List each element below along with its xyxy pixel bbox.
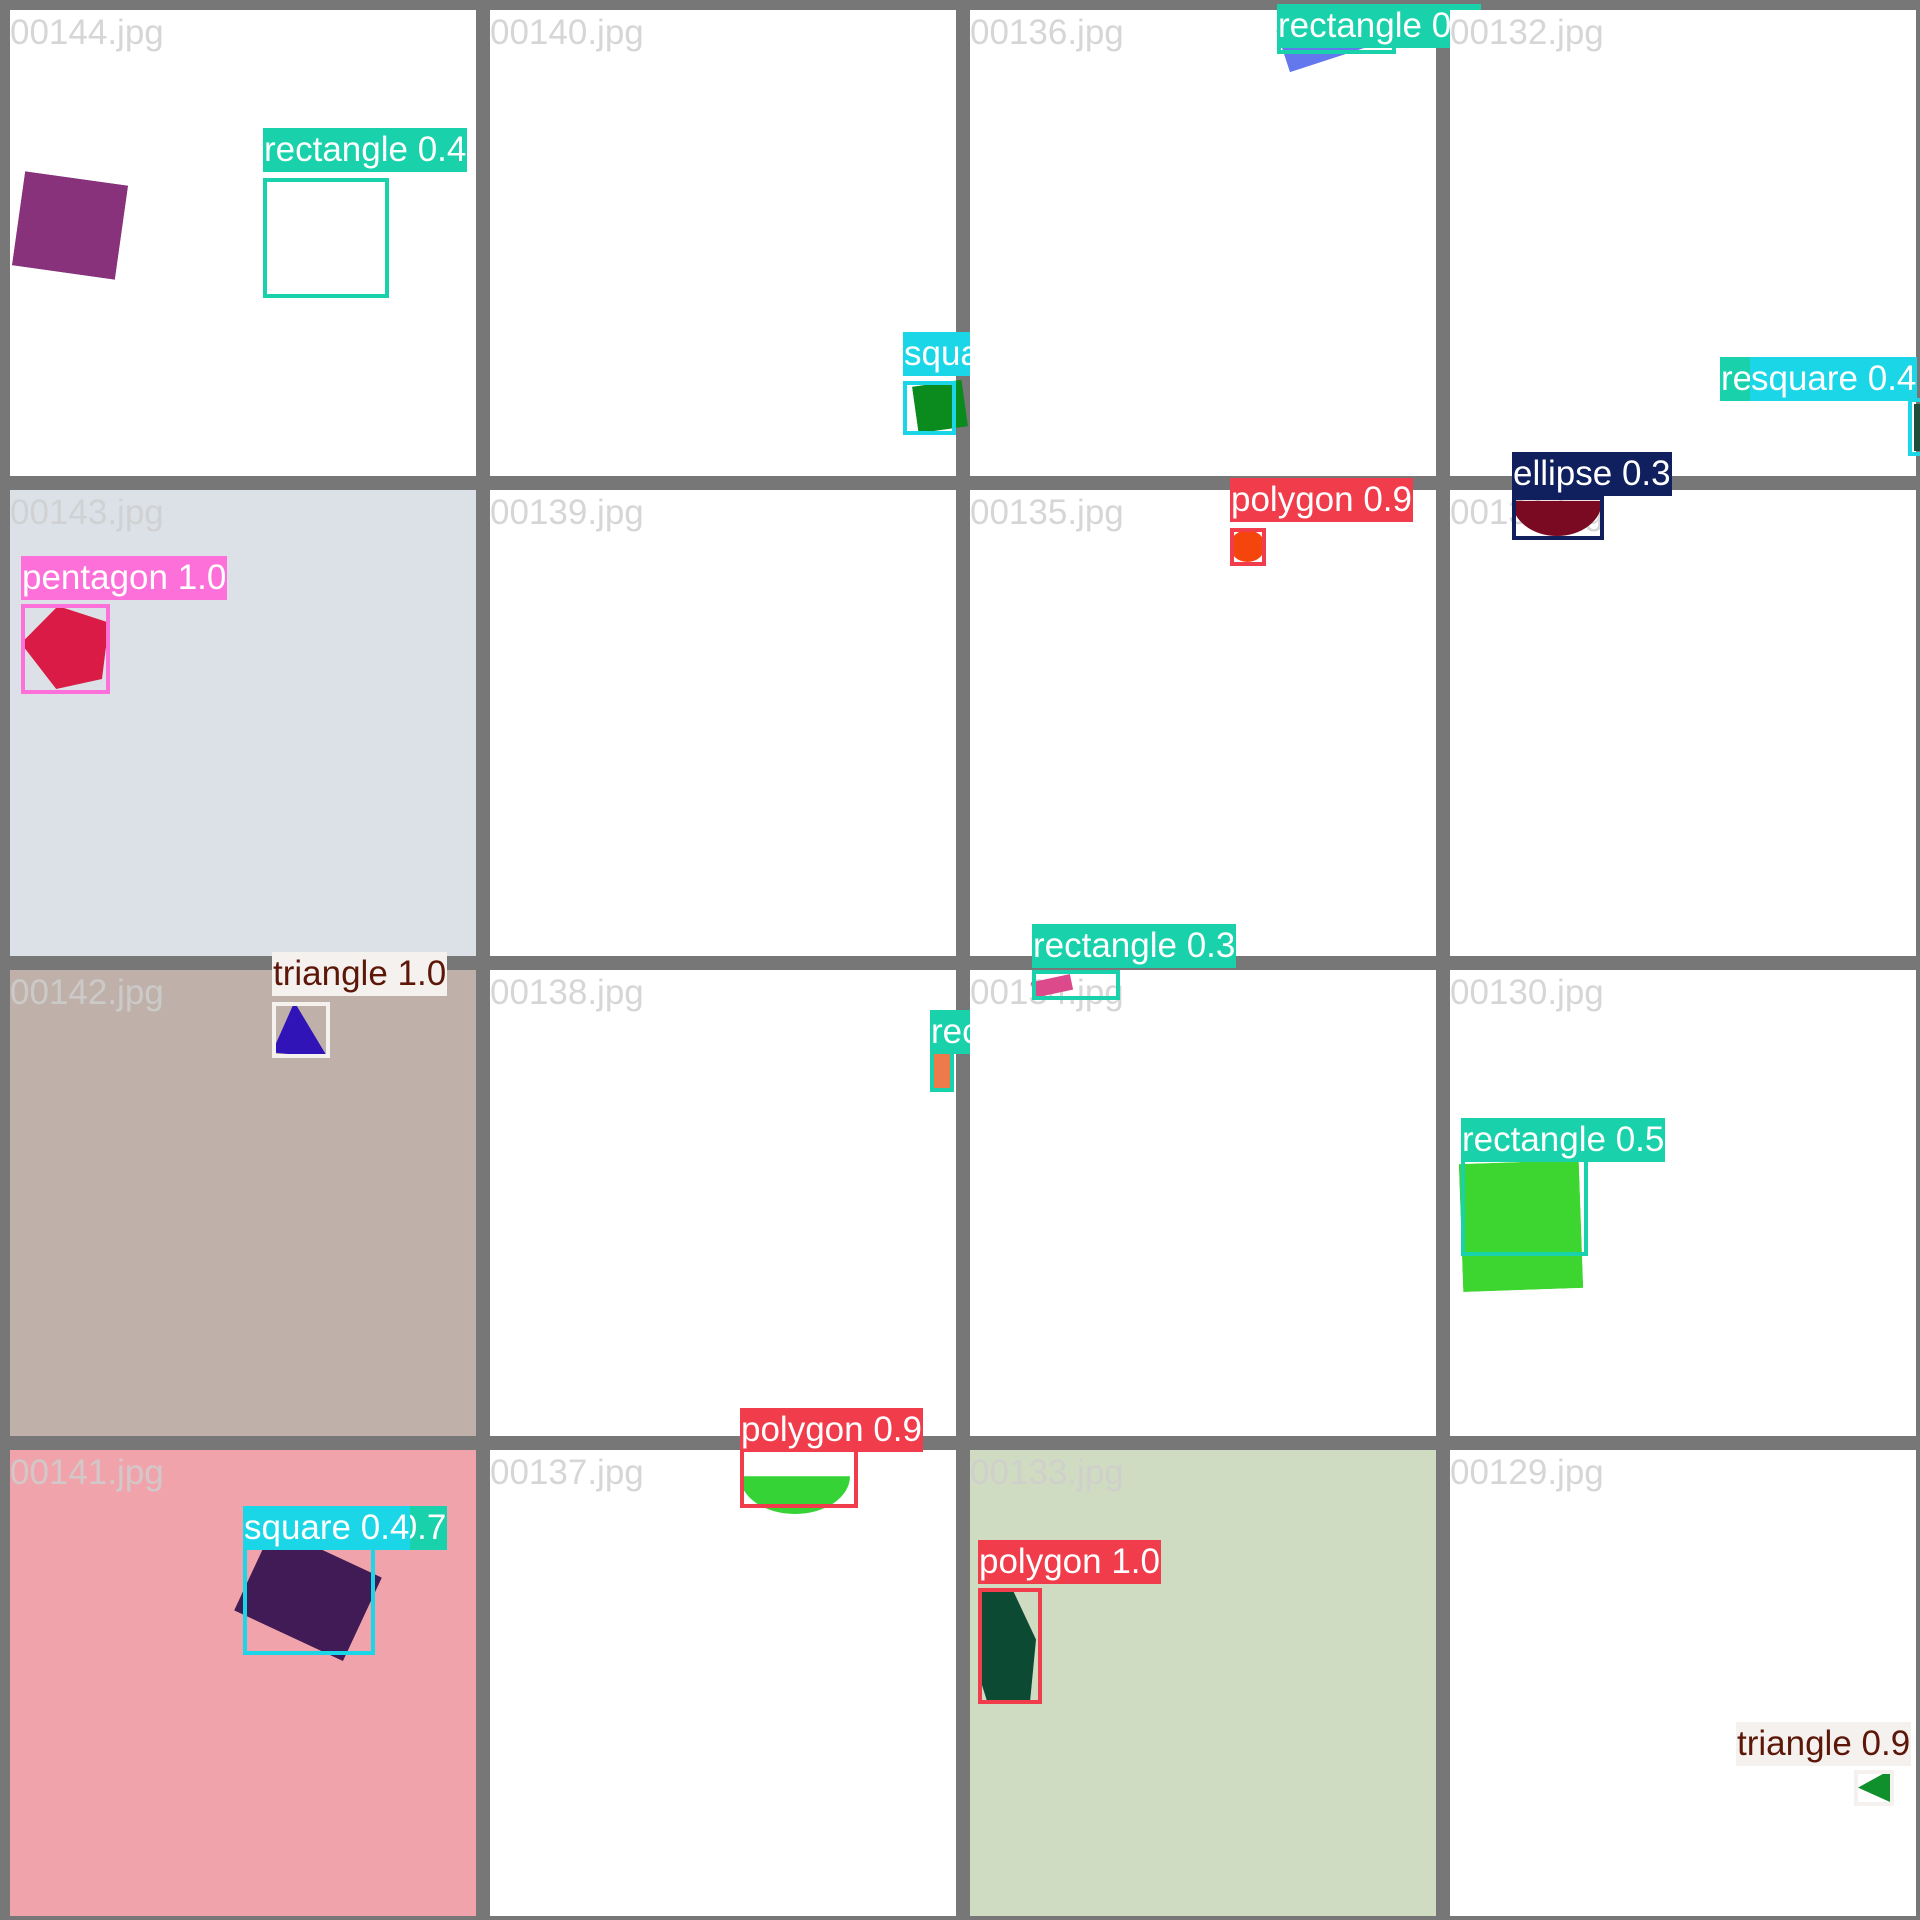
triangle-label: triangle 1.0 xyxy=(272,952,448,996)
tile-filename: 00136.jpg xyxy=(970,13,1124,52)
image-tile: 00143.jpg pentagon 1.0 xyxy=(10,490,476,956)
pentagon-shape xyxy=(21,606,109,689)
polygon-label: polygon 0.9 xyxy=(1230,478,1413,522)
tile-filename: 00130.jpg xyxy=(1450,973,1604,1012)
rectangle-shape xyxy=(1030,974,1074,998)
polygon-shape xyxy=(978,1590,1036,1700)
pentagon-bounding-box xyxy=(21,604,110,694)
tile-filename: 00132.jpg xyxy=(1450,13,1604,52)
triangle-shape xyxy=(272,1002,328,1058)
pentagon-label: pentagon 1.0 xyxy=(21,556,228,600)
tile-filename: 00140.jpg xyxy=(490,13,644,52)
square-shape xyxy=(1914,404,1920,451)
tile-filename: 00133.jpg xyxy=(970,1453,1124,1492)
triangle-shape xyxy=(1858,1770,1890,1802)
triangle-label: triangle 0.9 xyxy=(1736,1722,1912,1766)
image-tile: 00131.jpgellipse 0.3 xyxy=(1450,452,1916,956)
rectangle-bounding-box xyxy=(930,1048,954,1092)
polygon-bounding-box xyxy=(740,1446,858,1508)
image-tile: 00136.jpg rectangle 0.4 xyxy=(970,3,1482,476)
tile-filename: 00129.jpg xyxy=(1450,1453,1604,1492)
rectangle-label: rectangle 0.4 xyxy=(1277,4,1482,48)
image-tile: 00129.jpg triangle 0.9 xyxy=(1450,1450,1916,1916)
rectangle-shape xyxy=(11,171,129,280)
polygon-shape xyxy=(1230,530,1265,562)
rectangle-label: rectangle 0.5 xyxy=(1461,1118,1666,1162)
rectangle-label: rectangle 0.3 xyxy=(1032,924,1237,968)
image-tile: 00139.jpg xyxy=(490,490,956,956)
square-bounding-box xyxy=(1908,398,1920,456)
ellipse-bounding-box xyxy=(1512,496,1604,540)
tile-filename: 00135.jpg xyxy=(970,493,1124,532)
polygon-label: polygon 0.9 xyxy=(740,1408,923,1452)
image-tile: 00137.jpg polygon 0.9 xyxy=(490,1408,956,1916)
rectangle-shape xyxy=(930,1048,950,1088)
ellipse-label: ellipse 0.3 xyxy=(1512,452,1672,496)
polygon-label: polygon 1.0 xyxy=(978,1540,1161,1584)
tile-filename: 00143.jpg xyxy=(10,493,164,532)
image-tile: 00135.jpg polygon 0.9 xyxy=(970,478,1436,956)
tile-filename: 00137.jpg xyxy=(490,1453,644,1492)
square-bounding-box xyxy=(243,1545,375,1655)
triangle-bounding-box xyxy=(1854,1770,1894,1806)
square-shape xyxy=(234,1526,382,1662)
polygon-bounding-box xyxy=(978,1588,1042,1704)
image-tile: 00133.jpg polygon 1.0 xyxy=(970,1450,1436,1916)
triangle-bounding-box xyxy=(272,1002,330,1058)
polygon-bounding-box xyxy=(1230,528,1266,566)
tile-filename: 00144.jpg xyxy=(10,13,164,52)
rectangle-bounding-box xyxy=(263,178,389,298)
rectangle-label: rectangle 0.4 xyxy=(263,128,468,172)
tile-filename: 00138.jpg xyxy=(490,973,644,1012)
image-tile: 00144.jpg rectangle 0.4 xyxy=(10,10,476,476)
ellipse-shape xyxy=(1512,482,1602,536)
image-tile: 00142.jpg triangle 1.0 xyxy=(10,952,476,1436)
square-bounding-box xyxy=(903,381,956,435)
tile-filename: 00139.jpg xyxy=(490,493,644,532)
tile-filename: 00141.jpg xyxy=(10,1453,164,1492)
square-label: square 0.4 xyxy=(1750,357,1918,401)
rectangle-shape xyxy=(1458,1159,1584,1293)
square-label: square 0.4 xyxy=(243,1506,411,1550)
tile-filename: 00142.jpg xyxy=(10,973,164,1012)
rectangle-bounding-box xyxy=(1032,970,1120,1000)
image-tile: 00130.jpg rectangle 0.5 xyxy=(1450,970,1916,1436)
